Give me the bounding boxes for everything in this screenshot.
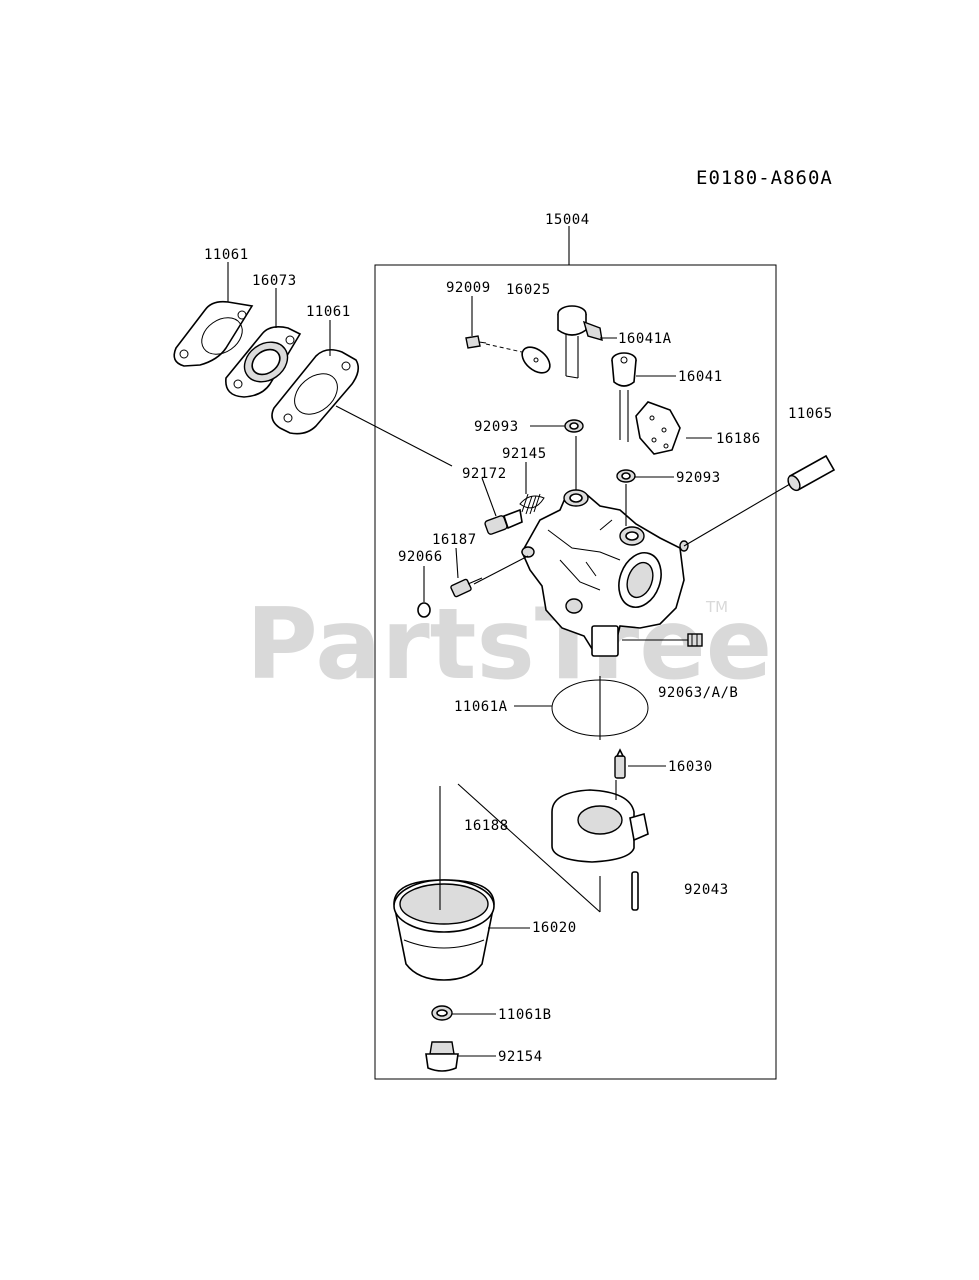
screw-92172 (484, 508, 523, 535)
assembly-frame (374, 226, 777, 1080)
pipe-11065 (787, 454, 836, 492)
screw-92009 (465, 335, 487, 349)
float-bowl-16020 (393, 879, 495, 981)
label-11061A: 11061A (454, 699, 508, 715)
jet-92063 (687, 633, 703, 647)
label-11061-mid: 11061 (306, 304, 351, 320)
watermark-trademark: TM (705, 598, 728, 616)
label-16073: 16073 (252, 273, 297, 289)
label-92093-right: 92093 (676, 470, 721, 486)
diagram-code: E0180-A860A (696, 167, 833, 189)
throttle-plate-16186 (635, 401, 681, 455)
needle-16030 (614, 748, 626, 779)
label-92066: 92066 (398, 549, 443, 565)
choke-plate-16025 (485, 343, 551, 374)
throttle-lever-16041 (611, 352, 637, 442)
oring-92066 (417, 602, 431, 618)
label-92172: 92172 (462, 466, 507, 482)
carburetor-body (521, 489, 689, 657)
watermark: PartsTree TM (246, 588, 772, 702)
float-16188 (551, 789, 649, 863)
label-16041A: 16041A (618, 331, 672, 347)
label-11061B: 11061B (498, 1007, 552, 1023)
pin-92043 (631, 871, 639, 911)
leader-lines (227, 262, 791, 1057)
part-labels: 15004 11061 16073 11061 92009 16025 1604… (204, 212, 833, 1065)
label-16041: 16041 (678, 369, 723, 385)
label-11061-top: 11061 (204, 247, 249, 263)
label-11065: 11065 (788, 406, 833, 422)
label-16187: 16187 (432, 532, 477, 548)
label-92154: 92154 (498, 1049, 543, 1065)
spring-92145 (519, 493, 545, 515)
screw-16187 (450, 577, 483, 598)
label-92145: 92145 (502, 446, 547, 462)
watermark-text: PartsTree (246, 588, 772, 702)
label-92063: 92063/A/B (658, 685, 738, 701)
label-16188: 16188 (464, 818, 509, 834)
seal-92093-left (564, 419, 584, 433)
gasket-11061-mid (271, 348, 360, 435)
gasket-11061B (431, 1005, 453, 1021)
gasket-16073 (225, 326, 302, 398)
seal-92093-right (616, 469, 636, 483)
drain-screw-92154 (425, 1041, 459, 1072)
label-16020: 16020 (532, 920, 577, 936)
label-92093-left: 92093 (474, 419, 519, 435)
choke-lever-16041A (557, 305, 603, 379)
label-92043: 92043 (684, 882, 729, 898)
label-16030: 16030 (668, 759, 713, 775)
label-15004: 15004 (545, 212, 590, 228)
label-92009: 92009 (446, 280, 491, 296)
label-16186: 16186 (716, 431, 761, 447)
gasket-11061-top (173, 300, 254, 367)
label-16025: 16025 (506, 282, 551, 298)
